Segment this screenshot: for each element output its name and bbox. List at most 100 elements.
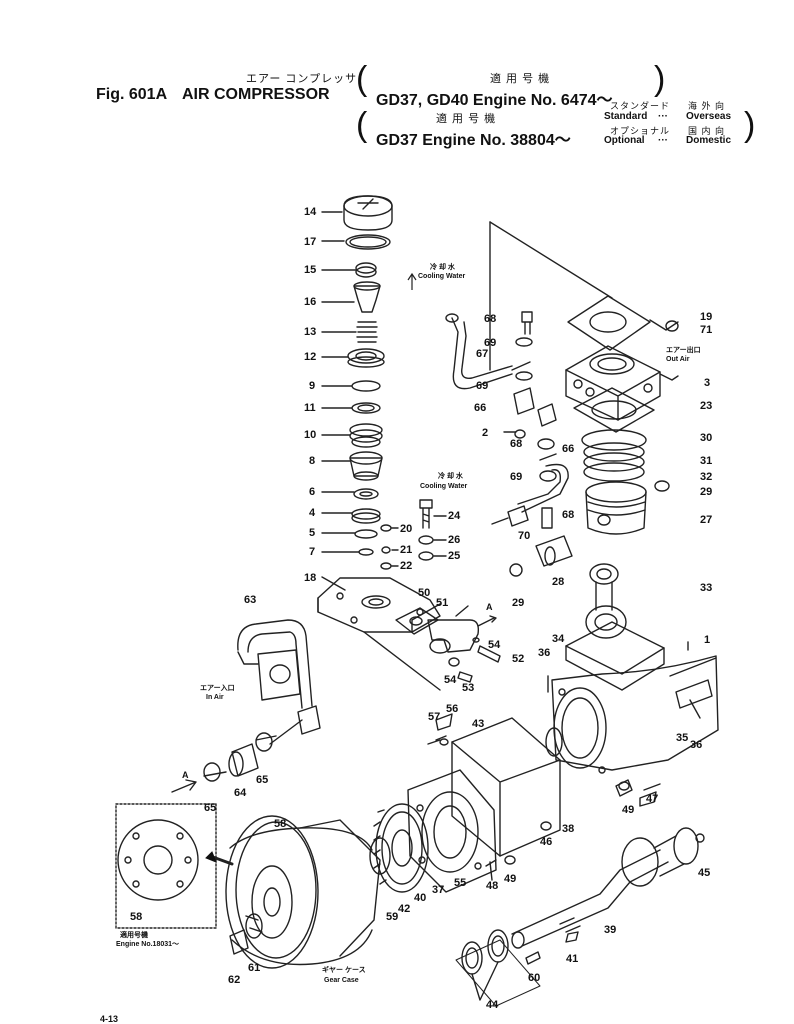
callout-30: 30 [700,432,712,444]
callout-44: 44 [486,999,499,1011]
callout-37: 37 [432,884,444,896]
callout-65b: 65 [204,802,216,814]
overseas-jp: 海 外 向 [688,101,726,111]
callout-67: 67 [476,348,488,360]
callout-6: 6 [309,486,315,498]
in-air: In Air [206,694,224,701]
callout-32: 32 [700,471,712,483]
callout-61: 61 [248,962,260,974]
page-number: 4-13 [100,1014,118,1024]
paren-close-1: ) [654,60,666,98]
callout-50: 50 [418,587,430,599]
pulley [225,815,381,969]
callout-29a: 29 [700,486,712,498]
applicable-jp-2: 適 用 号 機 [436,113,497,125]
callout-54b: 54 [444,674,457,686]
callout-69b: 69 [476,380,488,392]
callout-59: 59 [386,911,398,923]
inlet-pipe [237,619,321,745]
arrow-label-a2: A [182,770,189,780]
paren-open-2: ( [356,106,368,144]
title-en: AIR COMPRESSOR [182,86,330,103]
callout-20: 20 [400,523,412,535]
callout-28: 28 [552,576,564,588]
callout-56: 56 [446,703,458,715]
bearing-housing [407,717,561,893]
callout-70: 70 [518,530,530,542]
callout-14: 14 [304,206,317,218]
applicable-line-2: GD37 Engine No. 38804～ [376,132,571,149]
callout-63: 63 [244,594,256,606]
callout-19: 19 [700,311,712,323]
gear-case: Gear Case [324,977,359,984]
callout-40: 40 [414,892,426,904]
callout-29b: 29 [512,597,524,609]
callout-34: 34 [552,633,565,645]
callout-21: 21 [400,544,412,556]
optional-jp: オプショナル [610,126,671,136]
title-jp: エアー コンプレッサ [246,73,358,85]
callout-4: 4 [309,507,316,519]
view-arrow-icon [205,851,217,863]
callout-39: 39 [604,924,616,936]
callout-24: 24 [448,510,461,522]
engine-no: Engine No.18031～ [116,941,179,948]
callout-15: 15 [304,264,316,276]
callout-41: 41 [566,953,578,965]
callout-31: 31 [700,455,712,467]
callout-13: 13 [304,326,316,338]
cooling-water-arrow-icon [407,272,417,290]
callout-26: 26 [448,534,460,546]
callout-42: 42 [398,903,410,915]
callout-16: 16 [304,296,316,308]
dots-2: ··· [658,135,668,146]
callout-35: 35 [676,732,688,744]
applicable-line-1: GD37, GD40 Engine No. 6474～ [376,92,613,109]
cooling-water-mid-jp: 冷 却 水 [438,471,464,480]
paren-open-1: ( [356,60,368,98]
callout-17: 17 [304,236,316,248]
callout-36b: 36 [690,739,702,751]
crankshaft [511,827,705,949]
in-air-jp: エアー入口 [200,684,235,692]
cylinder-head [489,221,679,421]
callout-25: 25 [448,550,460,562]
callout-18: 18 [304,572,316,584]
callout-9: 9 [309,380,315,392]
callout-68b: 68 [510,438,522,450]
callout-1: 1 [704,634,710,646]
callout-2: 2 [482,427,488,439]
domestic-jp: 国 内 向 [688,126,726,136]
overseas-label: Overseas [686,111,732,122]
cooling-water-mid: Cooling Water [420,483,467,490]
piston [585,480,670,535]
valve-stack [343,195,393,556]
drive-gear [369,803,429,893]
standard-jp: スタンダード [610,101,671,111]
callout-27: 27 [700,514,712,526]
callout-43: 43 [472,718,484,730]
paren-close-2: ) [744,106,756,144]
callout-38: 38 [562,823,574,835]
gear-case-jp: ギヤー ケース [322,965,366,974]
cooling-water-top: Cooling Water [418,273,465,280]
optional-label: Optional [604,135,645,146]
callout-66a: 66 [474,402,486,414]
out-air: Out Air [666,356,690,363]
callout-58b: 58 [130,911,142,923]
callout-60: 60 [528,972,540,984]
callout-58a: 58 [274,818,286,830]
standard-label: Standard [604,111,648,122]
callout-49b: 49 [504,873,516,885]
arrow-label-a1: A [486,602,493,612]
callout-46: 46 [540,836,552,848]
callout-36a: 36 [538,647,550,659]
callout-68a: 68 [484,313,496,325]
cooling-water-top-jp: 冷 却 水 [430,262,456,271]
callout-57: 57 [428,711,440,723]
callout-68c: 68 [562,509,574,521]
callout-11: 11 [304,402,316,414]
fig-number: Fig. 601A [96,86,168,103]
callout-45: 45 [698,867,710,879]
